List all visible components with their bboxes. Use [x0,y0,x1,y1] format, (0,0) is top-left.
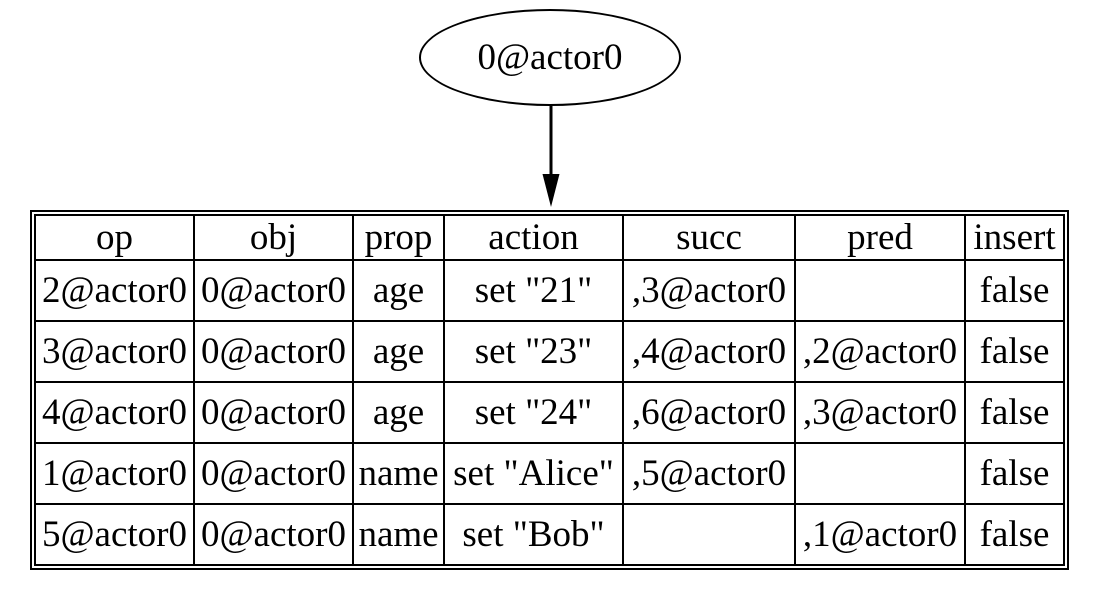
table-cell [794,442,966,505]
column-header-insert: insert [964,214,1065,261]
table-cell: set "24" [443,381,624,444]
table-cell: 0@actor0 [193,259,354,322]
table-cell: 0@actor0 [193,320,354,383]
table-cell: ,1@actor0 [794,503,966,566]
column-header-obj: obj [193,214,354,261]
table-cell: ,2@actor0 [794,320,966,383]
table-cell: false [964,442,1065,505]
node-ellipse: 0@actor0 [419,9,681,106]
table-cell: ,3@actor0 [794,381,966,444]
table-cell: age [352,259,445,322]
table-cell: name [352,503,445,566]
table-cell: false [964,381,1065,444]
table-cell [622,503,796,566]
column-header-pred: pred [794,214,966,261]
table-cell: age [352,320,445,383]
table-cell [794,259,966,322]
node-label: 0@actor0 [477,37,623,78]
table-cell: ,4@actor0 [622,320,796,383]
column-header-succ: succ [622,214,796,261]
column-header-op: op [34,214,195,261]
table-cell: 1@actor0 [34,442,195,505]
table-cell: set "Alice" [443,442,624,505]
table-cell: ,5@actor0 [622,442,796,505]
table-cell: ,6@actor0 [622,381,796,444]
table-cell: 4@actor0 [34,381,195,444]
column-header-action: action [443,214,624,261]
table-cell: false [964,320,1065,383]
table-cell: set "21" [443,259,624,322]
table-cell: 0@actor0 [193,442,354,505]
table-cell: name [352,442,445,505]
table-cell: 0@actor0 [193,503,354,566]
table-cell: age [352,381,445,444]
table-cell: false [964,259,1065,322]
table-cell: ,3@actor0 [622,259,796,322]
table-cell: set "Bob" [443,503,624,566]
table-cell: 2@actor0 [34,259,195,322]
table-cell: false [964,503,1065,566]
table-cell: 0@actor0 [193,381,354,444]
column-header-prop: prop [352,214,445,261]
arrowhead-icon [542,174,560,207]
table-cell: 5@actor0 [34,503,195,566]
table-cell: set "23" [443,320,624,383]
table-cell: 3@actor0 [34,320,195,383]
